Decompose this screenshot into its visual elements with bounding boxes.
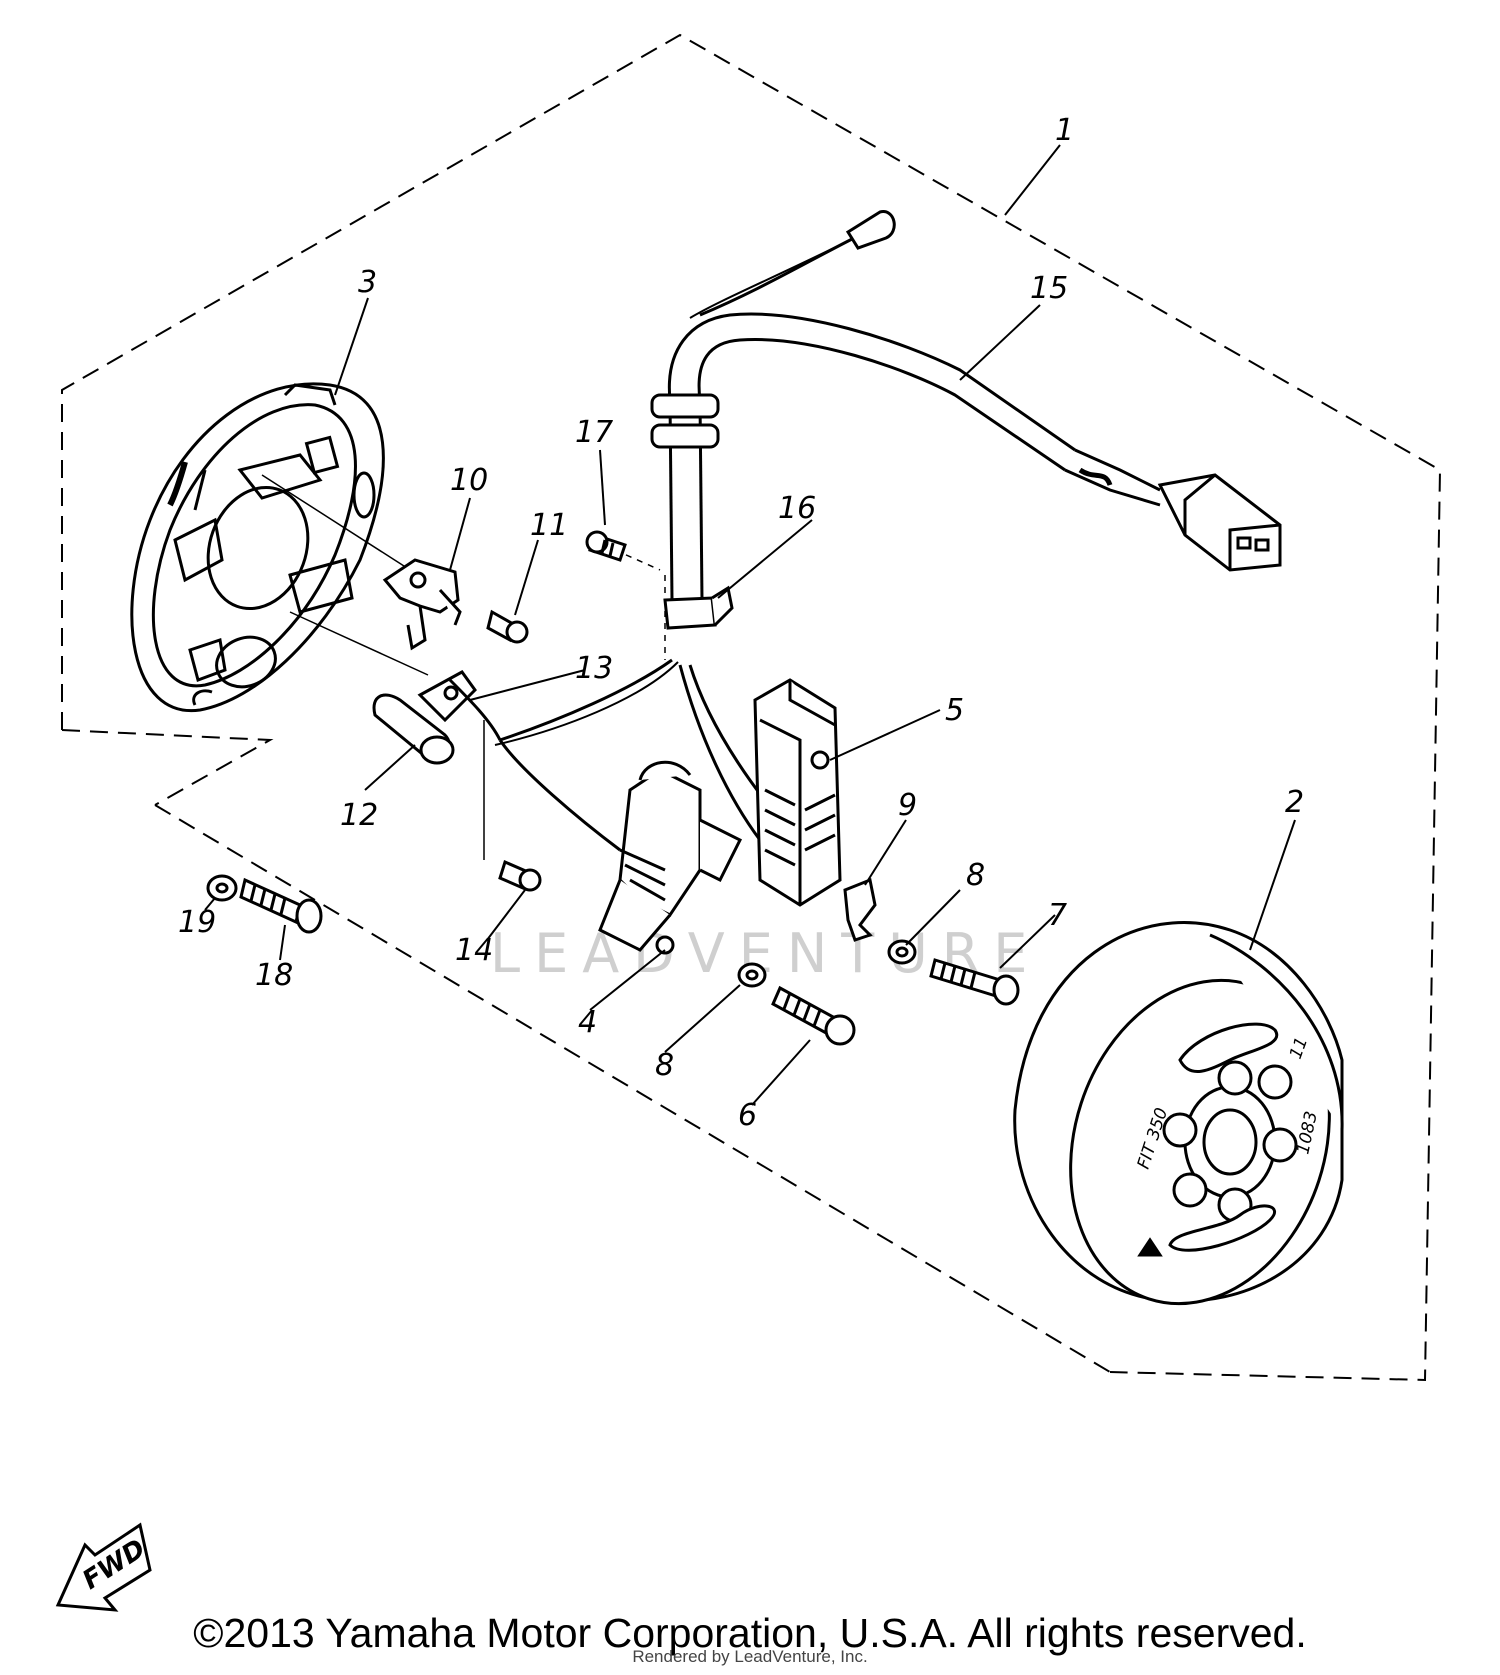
regulator[interactable] — [753, 678, 842, 907]
part-label-7: 7 — [1048, 898, 1067, 933]
part-label-3: 3 — [358, 265, 377, 300]
part-label-14: 14 — [455, 933, 493, 968]
cable-clamp[interactable] — [663, 585, 734, 630]
rendered-by-notice: Rendered by LeadVenture, Inc. — [632, 1647, 868, 1666]
bracket-9[interactable] — [843, 877, 877, 942]
part-label-11: 11 — [530, 508, 568, 543]
part-label-12: 12 — [340, 798, 378, 833]
part-label-17: 17 — [575, 415, 613, 450]
stator-plate[interactable] — [130, 382, 385, 713]
part-label-13: 13 — [575, 651, 613, 686]
part-label-16: 16 — [778, 491, 816, 526]
screw-11[interactable] — [486, 609, 529, 644]
leader-lines — [204, 144, 1296, 1106]
flywheel-rotor[interactable] — [1013, 921, 1370, 1338]
part-label-18: 18 — [255, 958, 293, 993]
wire-harness[interactable] — [448, 210, 1282, 852]
part-label-9: 9 — [898, 788, 917, 823]
part-label-2: 2 — [1285, 785, 1304, 820]
part-label-5: 5 — [945, 693, 964, 728]
bolt-7[interactable] — [929, 958, 1020, 1006]
part-label-1: 1 — [1055, 113, 1074, 148]
part-label-6: 6 — [738, 1098, 757, 1133]
washer-19[interactable] — [206, 874, 238, 902]
part-label-4: 4 — [578, 1005, 597, 1040]
part-label-19: 19 — [178, 905, 216, 940]
ignition-coil[interactable] — [598, 760, 743, 955]
part-label-15: 15 — [1030, 271, 1068, 306]
guide-lines — [261, 474, 666, 860]
condenser[interactable] — [372, 670, 477, 765]
screw-18[interactable] — [239, 877, 323, 934]
bolt-6[interactable] — [771, 985, 856, 1046]
part-label-8b: 8 — [655, 1048, 674, 1083]
nut-8-upper[interactable] — [887, 939, 917, 965]
copyright-notice: ©2013 Yamaha Motor Corporation, U.S.A. A… — [193, 1610, 1307, 1656]
screw-17[interactable] — [585, 530, 627, 562]
forward-direction-arrow: FWD — [55, 1522, 152, 1612]
screw-14[interactable] — [498, 859, 542, 892]
contact-breaker[interactable] — [382, 558, 462, 651]
nut-8-lower[interactable] — [737, 962, 767, 988]
assembly-outline — [61, 33, 1442, 1382]
part-label-10: 10 — [450, 463, 488, 498]
part-label-8a: 8 — [966, 858, 985, 893]
part-labels: 1 2 3 4 5 6 7 8 8 9 10 11 12 13 14 15 16… — [178, 113, 1304, 1133]
